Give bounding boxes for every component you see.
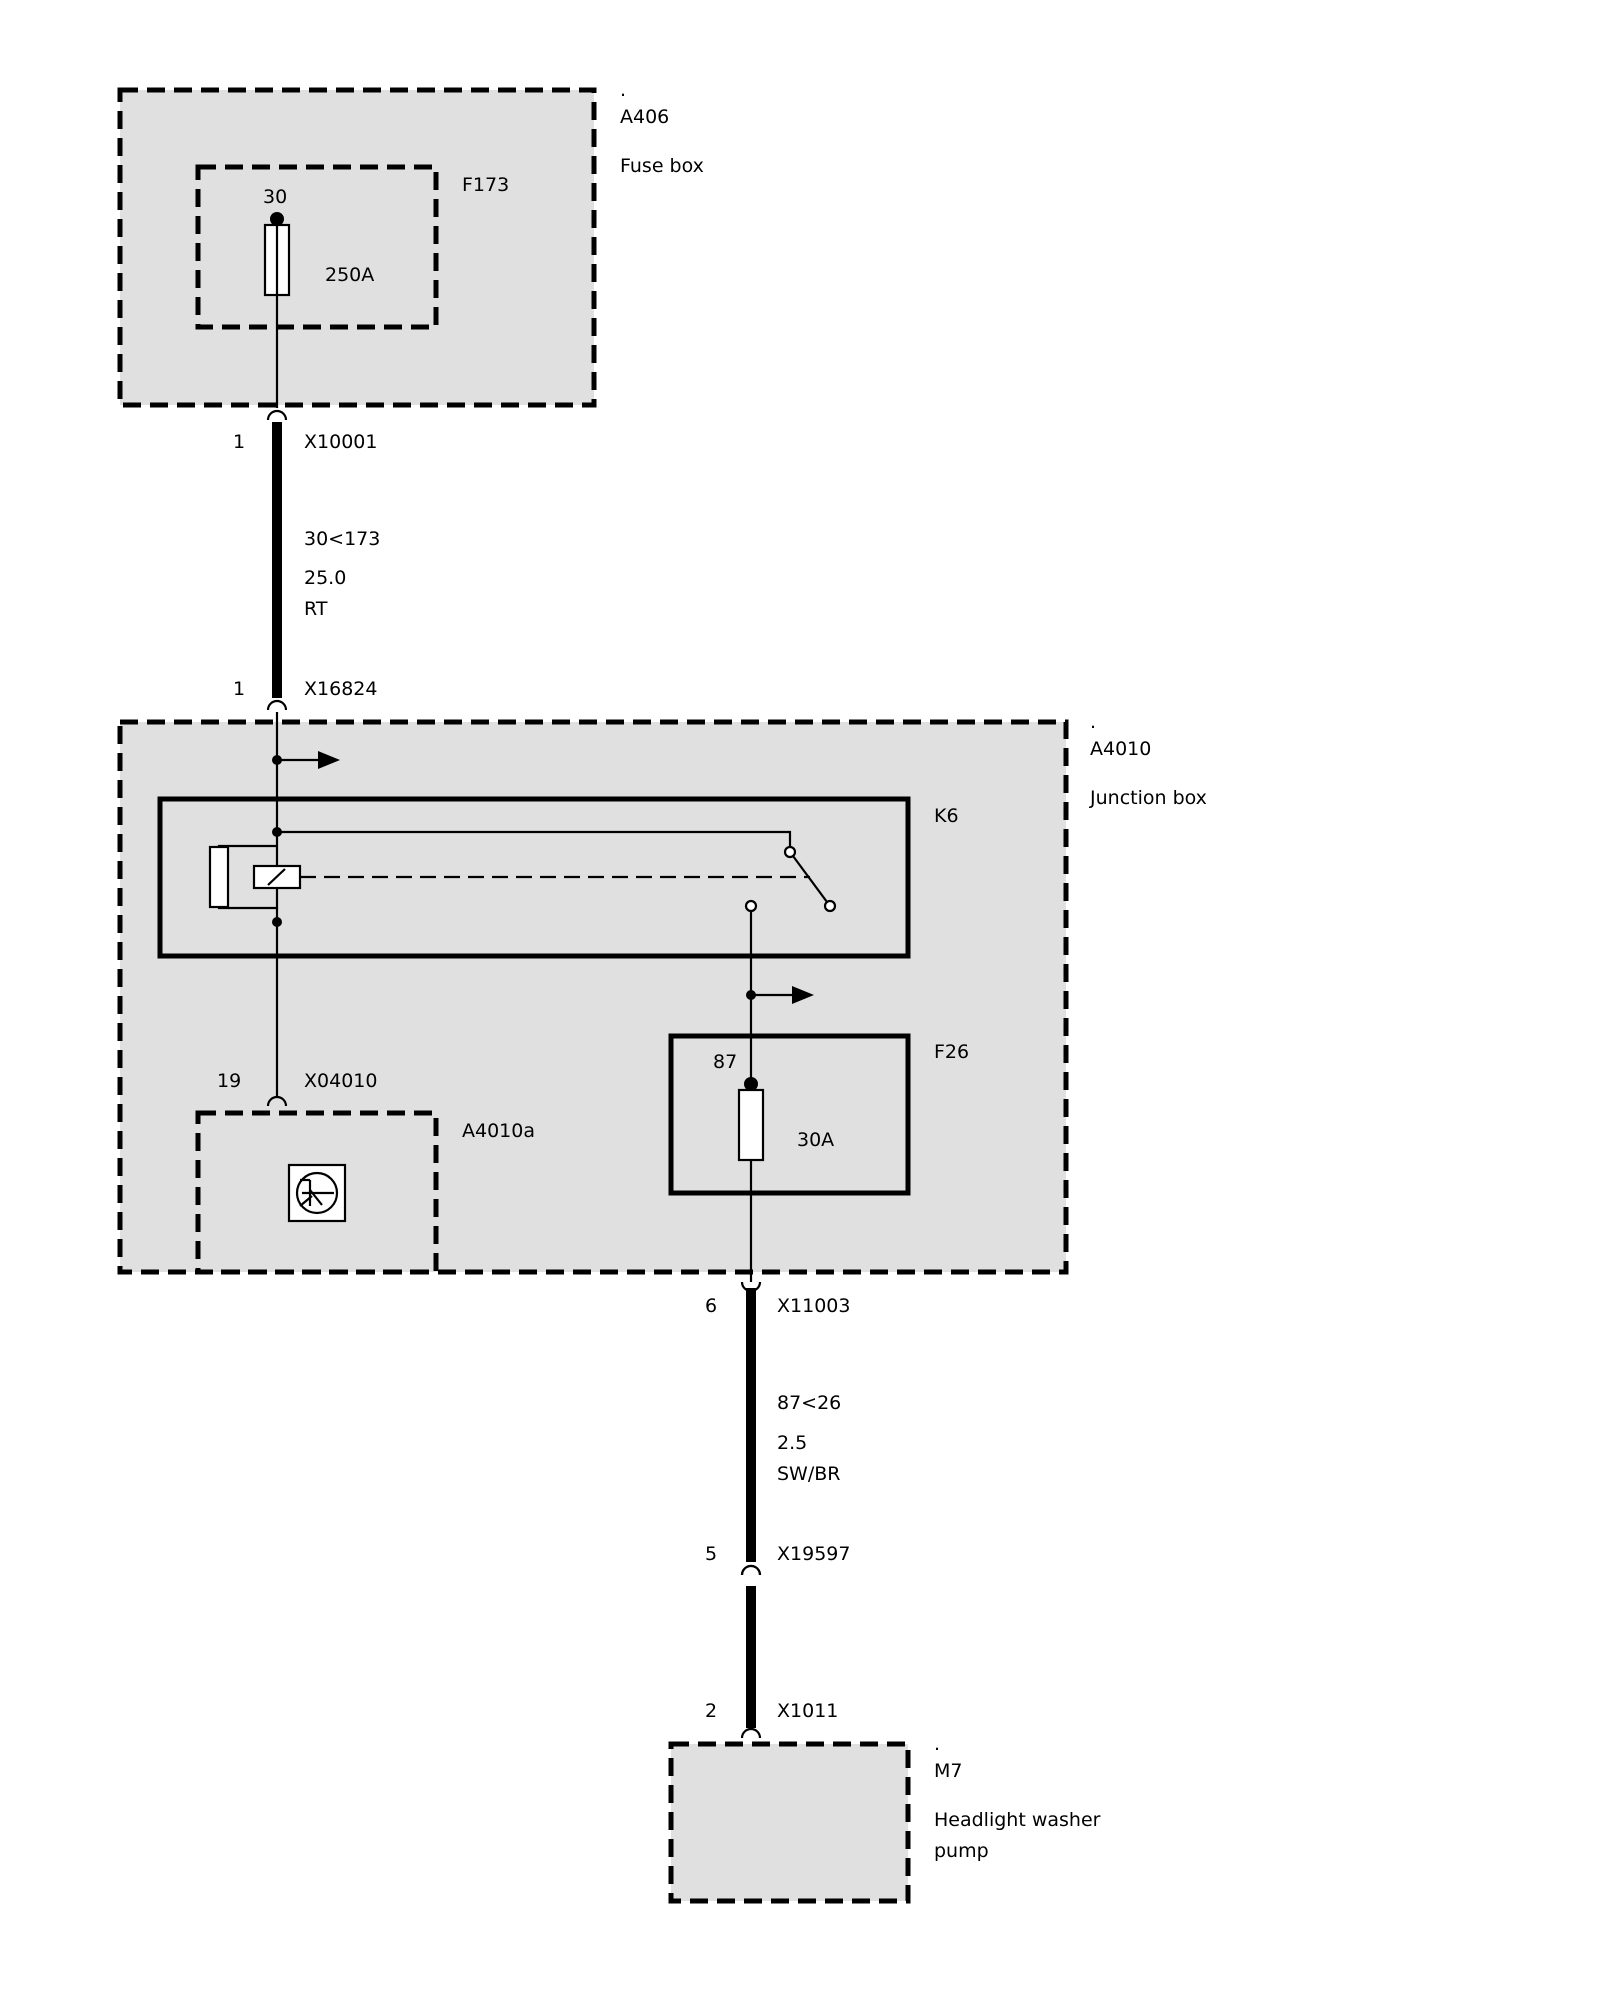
connector-x10001-symbol [266, 409, 288, 421]
x19597-id: X19597 [777, 1543, 850, 1565]
k6-coil-slash [267, 868, 286, 886]
a4010a-id: A4010a [462, 1120, 535, 1142]
connector-x1011-symbol [740, 1727, 762, 1739]
w1-color: RT [304, 598, 328, 620]
x16824-pin: 1 [233, 678, 245, 700]
k6-switch-supply [277, 830, 792, 847]
x19597-pin: 5 [705, 1543, 717, 1565]
connector-x19597-arc [740, 1564, 762, 1576]
x10001-pin: 1 [233, 431, 245, 453]
a406-id: A406 [620, 106, 669, 128]
a4010-id: A4010 [1090, 738, 1151, 760]
f26-terminal [744, 1077, 758, 1091]
x04010-pin: 19 [217, 1070, 241, 1092]
m7-id: M7 [934, 1760, 962, 1782]
k6-switch-contact-no [744, 899, 758, 913]
w1-signal: 30<173 [304, 528, 380, 550]
f173-rating: 250A [325, 264, 374, 286]
f173-id: F173 [462, 174, 509, 196]
branch-arrow-2 [792, 986, 814, 1004]
w2-color: SW/BR [777, 1463, 841, 1485]
x16824-id: X16824 [304, 678, 377, 700]
f173-pin: 30 [263, 186, 287, 208]
junction-box-a4010 [117, 719, 1069, 1275]
k6-resistor [208, 845, 230, 909]
k6-switch-contact-in [783, 845, 797, 859]
f26-pin: 87 [713, 1051, 737, 1073]
a406-dot: . [620, 79, 626, 101]
pump-m7 [668, 1741, 911, 1904]
module-a4010a [195, 1110, 439, 1275]
branch-arrow-1 [318, 751, 340, 769]
m7-name-line1: Headlight washer [934, 1809, 1101, 1831]
transistor-icon [295, 1171, 339, 1215]
x11003-id: X11003 [777, 1295, 850, 1317]
f26-rating: 30A [797, 1129, 834, 1151]
x1011-id: X1011 [777, 1700, 838, 1722]
f26-id: F26 [934, 1041, 969, 1063]
x11003-pin: 6 [705, 1295, 717, 1317]
x04010-id: X04010 [304, 1070, 377, 1092]
a4010-name: Junction box [1089, 787, 1207, 809]
a406-name: Fuse box [620, 155, 704, 177]
k6-switch-blade [792, 855, 828, 903]
fuse-f173-frame [195, 164, 439, 330]
a4010-dot: . [1090, 711, 1096, 733]
w1-size: 25.0 [304, 567, 346, 589]
k6-switch-contact-nc [823, 899, 837, 913]
k6-id: K6 [934, 805, 959, 827]
x1011-pin: 2 [705, 1700, 717, 1722]
fuse-f26-symbol [737, 1088, 765, 1162]
m7-dot: . [934, 1733, 940, 1755]
k6-node-bottom [272, 917, 282, 927]
fuse-f26-frame [668, 1033, 911, 1196]
x10001-id: X10001 [304, 431, 377, 453]
m7-name-line2: pump [934, 1840, 989, 1862]
connector-x04010-symbol [266, 1095, 288, 1107]
relay-k6-frame [157, 796, 911, 959]
fuse-box-a406 [117, 87, 597, 408]
w2-signal: 87<26 [777, 1392, 841, 1414]
w2-size: 2.5 [777, 1432, 807, 1454]
connector-x16824-symbol [266, 699, 288, 711]
